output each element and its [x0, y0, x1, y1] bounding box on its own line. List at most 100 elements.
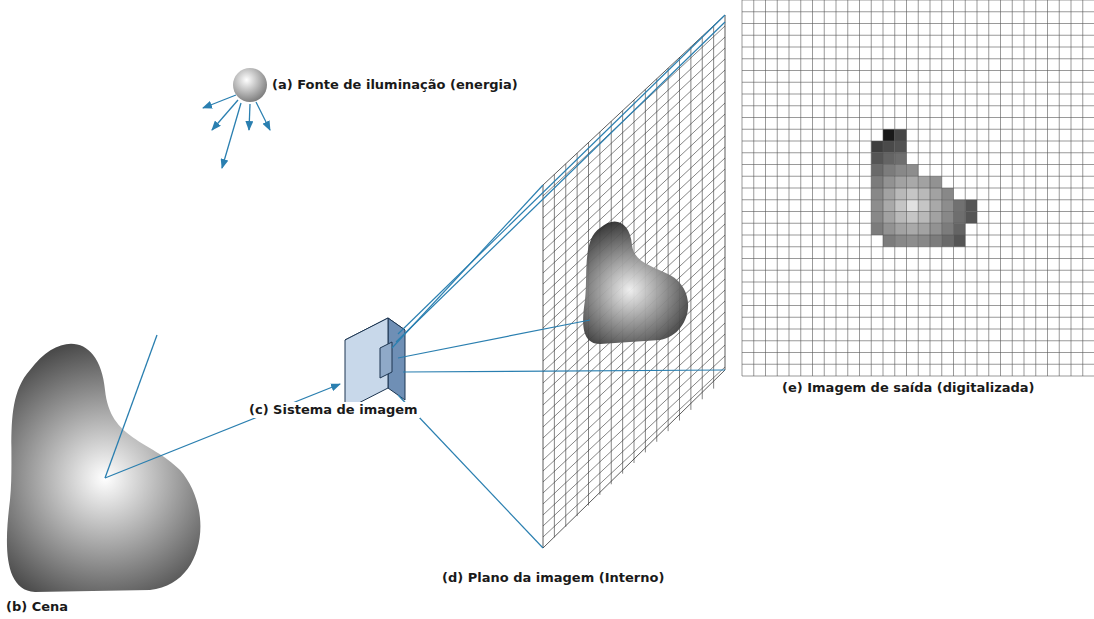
pixel	[907, 212, 919, 224]
part-label: (b) Cena	[4, 599, 70, 615]
grid-line	[742, 94, 1094, 95]
pixel	[883, 235, 895, 247]
grid-line	[543, 103, 725, 273]
pixel	[895, 212, 907, 224]
projection-lines	[392, 15, 725, 548]
grid-line	[742, 141, 1094, 142]
reflected-ray	[105, 384, 340, 478]
grid-line	[742, 117, 1094, 118]
pixel	[907, 223, 919, 235]
grid-line	[543, 37, 725, 207]
grid-line	[543, 92, 725, 262]
grid-line	[742, 211, 1094, 212]
grid-line	[543, 202, 725, 372]
grid-line	[742, 82, 1094, 83]
pixel	[895, 235, 907, 247]
grid-line	[742, 270, 1094, 271]
grid-line	[742, 282, 1094, 283]
image-plane-grid	[543, 26, 725, 538]
pixel	[871, 223, 883, 235]
part-label: (e) Imagem de saída (digitalizada)	[780, 380, 1037, 396]
pixel	[895, 176, 907, 188]
pixel	[871, 141, 883, 153]
grid-line	[742, 293, 1094, 294]
pixel	[871, 165, 883, 177]
grid-line	[742, 188, 1094, 189]
grid-line	[742, 11, 1094, 12]
pixel	[871, 153, 883, 165]
grid-line	[742, 58, 1094, 59]
pixel	[954, 212, 966, 224]
grid-line	[543, 70, 725, 240]
pixel	[907, 165, 919, 177]
pixel	[895, 188, 907, 200]
grid-line	[742, 305, 1094, 306]
pixel	[883, 129, 895, 141]
pixel	[883, 176, 895, 188]
pixel	[883, 165, 895, 177]
grid-line	[742, 223, 1094, 224]
grid-line	[543, 367, 725, 537]
grid-line	[543, 48, 725, 218]
pixel	[942, 200, 954, 212]
pixel	[883, 153, 895, 165]
pixel	[965, 200, 977, 212]
pixel	[895, 165, 907, 177]
pixel	[954, 200, 966, 212]
grid-line	[742, 105, 1094, 106]
pixel	[895, 200, 907, 212]
grid-line	[543, 334, 725, 504]
pixel	[907, 176, 919, 188]
grid-line	[742, 164, 1094, 165]
normal-line	[105, 335, 157, 478]
part-label: (c) Sistema de imagem	[247, 402, 420, 418]
pixel	[895, 223, 907, 235]
imaging-system	[345, 318, 405, 410]
grid-line	[742, 376, 1094, 377]
pixel	[907, 235, 919, 247]
grid-line	[742, 352, 1094, 353]
pixel	[895, 141, 907, 153]
scene-object	[7, 344, 200, 592]
pixel	[871, 176, 883, 188]
grid-line	[742, 35, 1094, 36]
pixel	[930, 235, 942, 247]
pixel	[883, 200, 895, 212]
grid-line	[543, 213, 725, 383]
pixel	[954, 223, 966, 235]
grid-line	[742, 70, 1094, 71]
grid-line	[742, 199, 1094, 200]
grid-line	[742, 246, 1094, 247]
pixel	[895, 129, 907, 141]
pixel	[942, 235, 954, 247]
grid-line	[742, 235, 1094, 236]
pixel	[895, 153, 907, 165]
pixel	[883, 188, 895, 200]
projected-image	[583, 222, 688, 344]
pixel	[942, 212, 954, 224]
pixel	[930, 188, 942, 200]
grid-line	[742, 329, 1094, 330]
pixel	[954, 235, 966, 247]
pixel	[918, 188, 930, 200]
grid-line	[543, 323, 725, 493]
light-rays	[203, 95, 270, 168]
pixel	[883, 223, 895, 235]
light-source	[233, 68, 267, 102]
grid-line	[742, 129, 1094, 130]
grid-line	[742, 364, 1094, 365]
pixel	[918, 200, 930, 212]
grid-line	[742, 23, 1094, 24]
grid-line	[742, 258, 1094, 259]
pixel	[907, 188, 919, 200]
grid-line	[543, 356, 725, 526]
pixel	[871, 200, 883, 212]
pixel	[918, 212, 930, 224]
part-label: (a) Fonte de iluminação (energia)	[270, 77, 520, 93]
pixel	[871, 188, 883, 200]
pixel	[930, 200, 942, 212]
pixel	[883, 212, 895, 224]
grid-line	[742, 317, 1094, 318]
output-grid	[742, 0, 1094, 376]
